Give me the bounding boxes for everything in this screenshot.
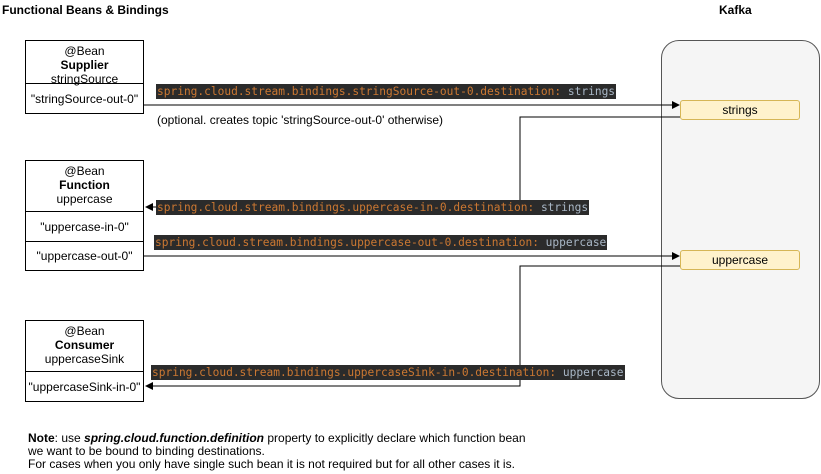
function-bean: @Bean Function uppercase "uppercase-in-0…	[25, 160, 144, 271]
supplier-annotation: @Bean	[64, 44, 105, 58]
arrow-uppercase-to-sink	[145, 265, 680, 390]
property-key: spring.cloud.stream.bindings.uppercase-o…	[155, 236, 533, 249]
binding-uppercase-out-0: "uppercase-out-0"	[26, 241, 143, 270]
consumer-annotation: @Bean	[64, 324, 105, 338]
property-value: uppercase	[545, 236, 607, 249]
binding-uppercase-in-0: "uppercase-in-0"	[40, 219, 129, 234]
footnote-label: Note	[28, 431, 55, 445]
function-kind: Function	[59, 178, 110, 192]
footnote-line-3: For cases when you only have single such…	[28, 457, 515, 471]
property-sep: :	[549, 366, 563, 379]
consumer-name: uppercaseSink	[44, 352, 125, 366]
topic-strings: strings	[680, 100, 800, 120]
property-uppercase-in-0: spring.cloud.stream.bindings.uppercase-i…	[156, 200, 590, 215]
property-uppercase-out-0: spring.cloud.stream.bindings.uppercase-o…	[154, 235, 608, 250]
property-sep: :	[532, 236, 546, 249]
binding-uppercaseSink-in-0: "uppercaseSink-in-0"	[28, 379, 141, 394]
property-value: strings	[567, 85, 616, 98]
supplier-kind: Supplier	[60, 58, 109, 72]
arrow-strings-to-uppercase-in	[145, 116, 680, 211]
footnote-line-2: we want to be bound to binding destinati…	[28, 444, 265, 458]
property-sep: :	[527, 201, 541, 214]
footnote: Note: use spring.cloud.function.definiti…	[28, 432, 526, 471]
function-annotation: @Bean	[64, 164, 105, 178]
diagram-title: Functional Beans & Bindings	[2, 3, 169, 17]
property-stringSource-out-0: spring.cloud.stream.bindings.stringSourc…	[156, 84, 617, 99]
property-value: uppercase	[562, 366, 624, 379]
consumer-bean: @Bean Consumer uppercaseSink "uppercaseS…	[25, 320, 144, 402]
topic-uppercase: uppercase	[680, 250, 800, 270]
property-key: spring.cloud.stream.bindings.uppercase-i…	[157, 201, 528, 214]
footnote-line-1: Note: use spring.cloud.function.definiti…	[28, 432, 526, 445]
property-sep: :	[554, 85, 568, 98]
binding-stringSource-out-0: "stringSource-out-0"	[30, 91, 139, 106]
optional-note: (optional. creates topic 'stringSource-o…	[157, 113, 444, 127]
footnote-code: spring.cloud.function.definition	[84, 431, 265, 445]
kafka-heading: Kafka	[719, 3, 752, 17]
consumer-kind: Consumer	[54, 338, 115, 352]
function-name: uppercase	[56, 192, 113, 206]
property-key: spring.cloud.stream.bindings.stringSourc…	[157, 85, 555, 98]
property-key: spring.cloud.stream.bindings.uppercaseSi…	[152, 366, 550, 379]
footnote-post: property to explicitly declare which fun…	[264, 431, 526, 445]
property-value: strings	[540, 201, 589, 214]
footnote-pre: : use	[54, 431, 85, 445]
supplier-name: stringSource	[50, 72, 119, 86]
property-uppercaseSink-in-0: spring.cloud.stream.bindings.uppercaseSi…	[151, 365, 625, 380]
kafka-cluster	[661, 40, 820, 399]
supplier-bean: @Bean Supplier stringSource "stringSourc…	[25, 40, 144, 114]
